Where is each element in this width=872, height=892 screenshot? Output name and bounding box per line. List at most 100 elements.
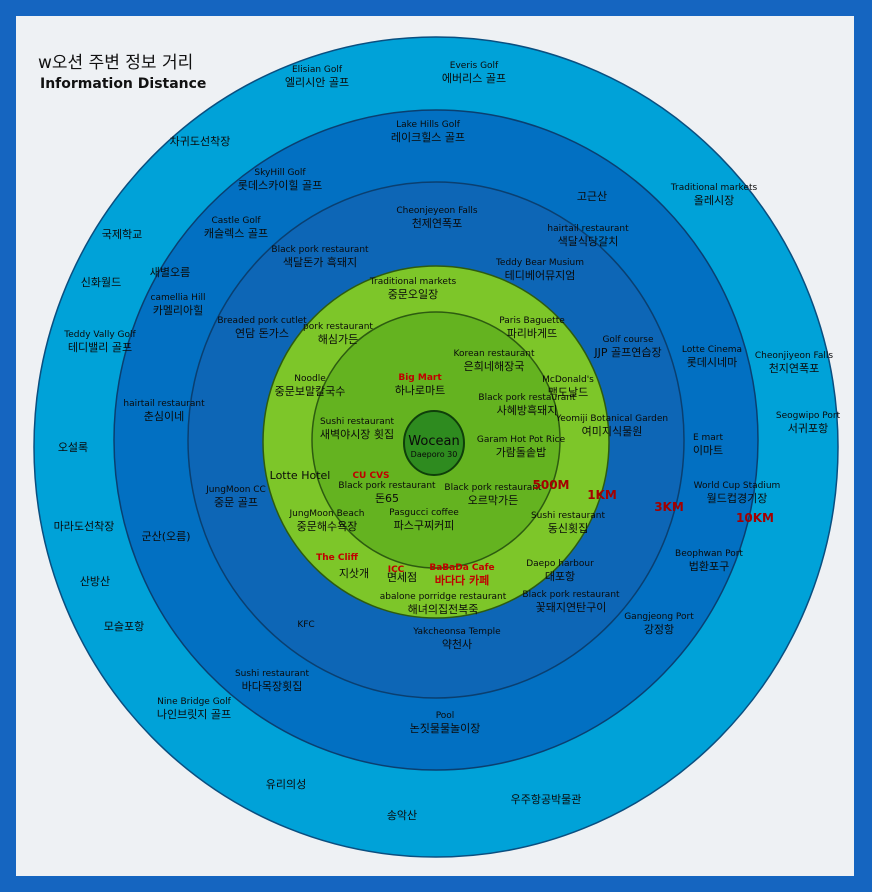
highlight-label-en: ICC <box>388 565 405 575</box>
place-label-ko: 해심가든 <box>318 332 358 346</box>
place-label-en: Yakcheonsa Temple <box>412 627 501 637</box>
place-label-en: Garam Hot Pot Rice <box>477 435 566 445</box>
place-label-ko: 연담 돈가스 <box>235 327 289 340</box>
place-label-ko: 해녀의집전복죽 <box>408 602 479 616</box>
place-label-en: Noodle <box>294 374 326 384</box>
place-label-ko: 카멜리아힐 <box>153 304 204 317</box>
place-label-ko: 테디베어뮤지엄 <box>505 269 576 282</box>
place-label-en: Pool <box>436 711 455 721</box>
distance-label: 1KM <box>587 488 617 502</box>
highlight-label-en: The Cliff <box>316 553 359 563</box>
place-label-ko: 은희네해장국 <box>464 359 525 373</box>
highlight-label-en: Big Mart <box>398 373 442 383</box>
place-label-ko: 국제학교 <box>102 228 142 241</box>
place-label-ko: 고근산 <box>577 190 607 203</box>
place-label-en: Traditional markets <box>369 277 457 287</box>
place-label: KFC <box>297 620 314 630</box>
place-label-en: abalone porridge restaurant <box>380 592 507 602</box>
place-label-ko: JJP 골프연습장 <box>593 346 661 359</box>
place-label-ko: 군산(오름) <box>141 530 190 543</box>
place-label-ko: 이마트 <box>693 444 723 457</box>
place-label-en: E mart <box>693 433 724 443</box>
place-label-ko: 에버리스 골프 <box>442 72 506 85</box>
center-name: Wocean <box>408 434 459 449</box>
place-label-en: Sushi restaurant <box>531 511 606 521</box>
place-label-en: Teddy Vally Golf <box>63 330 136 340</box>
place-label-en: Black pork restaurant <box>271 245 369 255</box>
place-label-en: Black pork restaurant <box>522 590 620 600</box>
place-label-ko: 논짓물물놀이장 <box>410 722 481 735</box>
place-label-ko: 여미지식물원 <box>582 425 643 438</box>
place-label-en: Elisian Golf <box>292 65 343 75</box>
distance-label: 3KM <box>654 500 684 514</box>
place-label-en: Sushi restaurant <box>235 669 310 679</box>
place-label-en: Sushi restaurant <box>320 417 395 427</box>
place-label-en: hairtail restaurant <box>123 399 205 409</box>
place-label-en: World Cup Stadium <box>694 481 781 491</box>
place-label-ko: 법환포구 <box>689 560 729 573</box>
place-label-en: Lake Hills Golf <box>396 120 461 130</box>
place-label-ko: 나인브릿지 골프 <box>157 708 231 721</box>
place-label-en: Breaded pork cutlet <box>217 316 307 326</box>
place-label-ko: 꽃돼지연탄구이 <box>536 601 607 614</box>
center-sub: Daeporo 30 <box>411 450 458 459</box>
place-label-ko: 가람돌솥밥 <box>496 446 547 459</box>
place-label-en: Black pork restaurant <box>478 393 576 403</box>
place-label-en: Black pork restaurant <box>338 481 436 491</box>
place-label-ko: 중문해수욕장 <box>297 519 358 533</box>
place-label-ko: 마라도선착장 <box>54 520 115 533</box>
place-label-en: Yeomiji Botanical Garden <box>555 414 668 424</box>
place-label-ko: 롯데시네마 <box>687 356 738 369</box>
place-label-en: Nine Bridge Golf <box>157 697 232 707</box>
place-label-ko: 사혜방흑돼지 <box>497 403 558 417</box>
place-label-ko: 파리바게뜨 <box>507 327 558 340</box>
place-label-ko: 차귀도선착장 <box>170 135 231 148</box>
highlight-label-ko: 바다다 카페 <box>435 573 489 587</box>
place-label-en: pork restaurant <box>303 322 373 332</box>
place-label-en: Gangjeong Port <box>624 612 694 622</box>
place-label-ko: 중문오일장 <box>388 287 439 301</box>
place-label-ko: 색달식당갈치 <box>558 234 619 248</box>
place-label-ko: 산방산 <box>80 575 110 588</box>
place-label-en: Korean restaurant <box>453 349 534 359</box>
place-label-ko: 천제연폭포 <box>412 216 463 230</box>
place-label-ko: 춘심이네 <box>144 410 184 423</box>
place-label-en: Daepo harbour <box>526 559 594 569</box>
place-label-ko: 강정항 <box>644 623 674 636</box>
page-title: w오션 주변 정보 거리 <box>38 53 194 73</box>
place-label-ko: 중문보말칼국수 <box>275 385 346 398</box>
distance-label: 10KM <box>736 511 774 525</box>
page-subtitle: Information Distance <box>40 76 207 92</box>
place-label-ko: 맥도날드 <box>548 386 588 399</box>
place-label-en: Cheonjiyeon Falls <box>755 351 834 361</box>
place-label-ko: 레이크힐스 골프 <box>391 131 465 144</box>
place-label-ko: 새별오름 <box>150 266 190 279</box>
highlight-label-ko: 하나로마트 <box>395 383 446 397</box>
place-label-ko: 색달돈가 흑돼지 <box>283 255 357 269</box>
place-label-en: Traditional markets <box>670 183 758 193</box>
place-label-ko: 지삿개 <box>339 567 369 580</box>
place-label-ko: 파스구찌커피 <box>394 519 455 532</box>
place-label-en: JungMoon CC <box>205 485 266 495</box>
place-label-ko: 우주항공박물관 <box>511 793 582 806</box>
place-label-ko: 새벽야시장 횟집 <box>320 428 394 441</box>
place-label-en: Black pork restaurant <box>444 483 542 493</box>
place-label-ko: 유리의성 <box>266 778 306 791</box>
place-label-en: SkyHill Golf <box>254 168 306 178</box>
place-label-en: Castle Golf <box>211 216 261 226</box>
place-label-ko: 약천사 <box>442 637 472 651</box>
place-label-ko: 신화월드 <box>81 276 121 289</box>
place-label-en: Pasgucci coffee <box>389 508 459 518</box>
place-label-ko: 오설록 <box>58 441 88 454</box>
place-label-ko: 월드컵경기장 <box>707 492 768 505</box>
place-label-en: hairtail restaurant <box>547 224 629 234</box>
place-label-ko: 면세점 <box>387 571 417 584</box>
place-label-en: Everis Golf <box>450 61 499 71</box>
place-label-ko: 엘리시안 골프 <box>285 76 349 89</box>
place-label-en: Teddy Bear Musium <box>495 258 584 268</box>
place-label-ko: 송악산 <box>387 809 417 822</box>
place-label-ko: 테디밸리 골프 <box>68 341 132 354</box>
place-label-ko: 올레시장 <box>694 194 734 207</box>
place-label-en: Paris Baguette <box>499 316 565 326</box>
